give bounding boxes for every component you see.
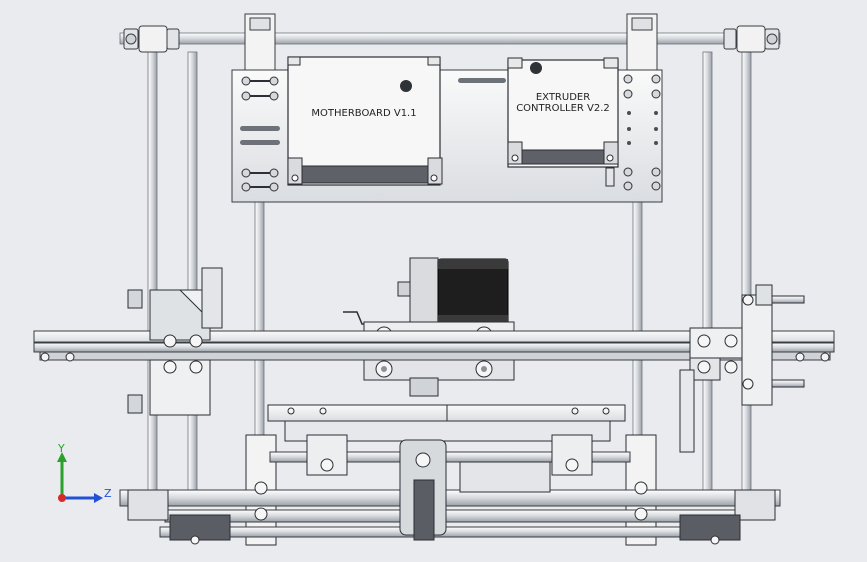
y-axis-label: Y bbox=[57, 442, 65, 455]
coordinate-triad: Y Z bbox=[57, 442, 112, 503]
extruder-label-line2: CONTROLLER V2.2 bbox=[516, 103, 610, 114]
x-axis-point bbox=[58, 494, 66, 502]
x-end-left bbox=[127, 267, 223, 416]
print-bed bbox=[267, 404, 626, 442]
extruder-controller-board: EXTRUDER CONTROLLER V2.2 bbox=[507, 57, 619, 187]
bottom-frame bbox=[119, 434, 781, 546]
extruder-stepper-motor bbox=[343, 257, 509, 329]
x-end-right bbox=[679, 284, 805, 453]
motherboard-label: MOTHERBOARD V1.1 bbox=[311, 108, 416, 119]
z-axis-label: Z bbox=[104, 487, 112, 500]
motherboard: MOTHERBOARD V1.1 bbox=[287, 56, 443, 186]
top-rod bbox=[119, 13, 781, 75]
x-axis-rods bbox=[33, 330, 835, 362]
extruder-label-line1: EXTRUDER bbox=[536, 92, 590, 103]
